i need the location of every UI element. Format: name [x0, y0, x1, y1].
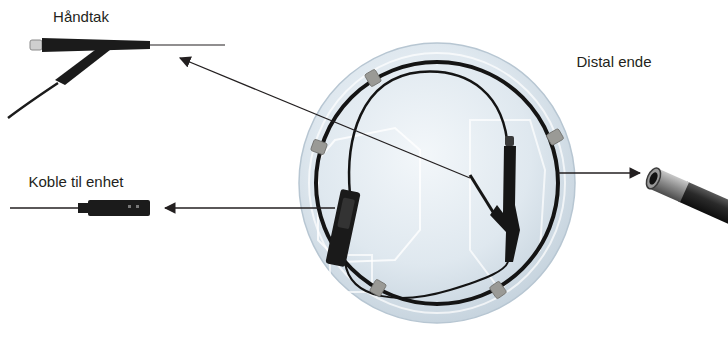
leader-arrow [558, 172, 640, 173]
cable [349, 72, 508, 195]
clip [364, 69, 381, 87]
distal-tip-illustration [644, 166, 728, 246]
handle [470, 136, 520, 262]
connector-detail [337, 197, 355, 229]
cable [10, 207, 80, 209]
handle-body [42, 38, 150, 52]
connector [325, 189, 360, 267]
packaging-tray [299, 43, 575, 323]
connector-detail [128, 205, 131, 208]
clip [310, 139, 327, 155]
coiled-tube [316, 62, 558, 304]
connector-body [325, 189, 360, 267]
leader-arrows [165, 58, 640, 208]
handle-branch [55, 50, 110, 85]
tray-rim [309, 53, 565, 313]
part-label: Håndtak [53, 8, 109, 26]
clips [310, 69, 564, 299]
cable [8, 83, 58, 118]
handle-branch [470, 175, 493, 212]
part-label: Koble til enhet [28, 173, 123, 191]
cable [345, 262, 508, 298]
clip [546, 128, 564, 145]
handle-illustration [8, 38, 225, 118]
tray-outline [299, 43, 575, 323]
insertion-tube [678, 181, 728, 246]
camera-lens [648, 171, 660, 186]
leader-arrow [165, 207, 335, 208]
clip [369, 279, 386, 297]
connector-body [88, 200, 150, 216]
part-label: Distal ende [576, 53, 651, 71]
tip-face [644, 166, 664, 191]
connector-detail [136, 205, 139, 208]
handle-body [490, 146, 520, 262]
clip [489, 281, 507, 299]
tube-line [150, 44, 225, 45]
connector-illustration [10, 200, 150, 216]
handle-cap [30, 40, 42, 50]
strain-relief [78, 203, 88, 213]
handle-cap [505, 136, 514, 146]
leader-arrow [180, 58, 470, 178]
